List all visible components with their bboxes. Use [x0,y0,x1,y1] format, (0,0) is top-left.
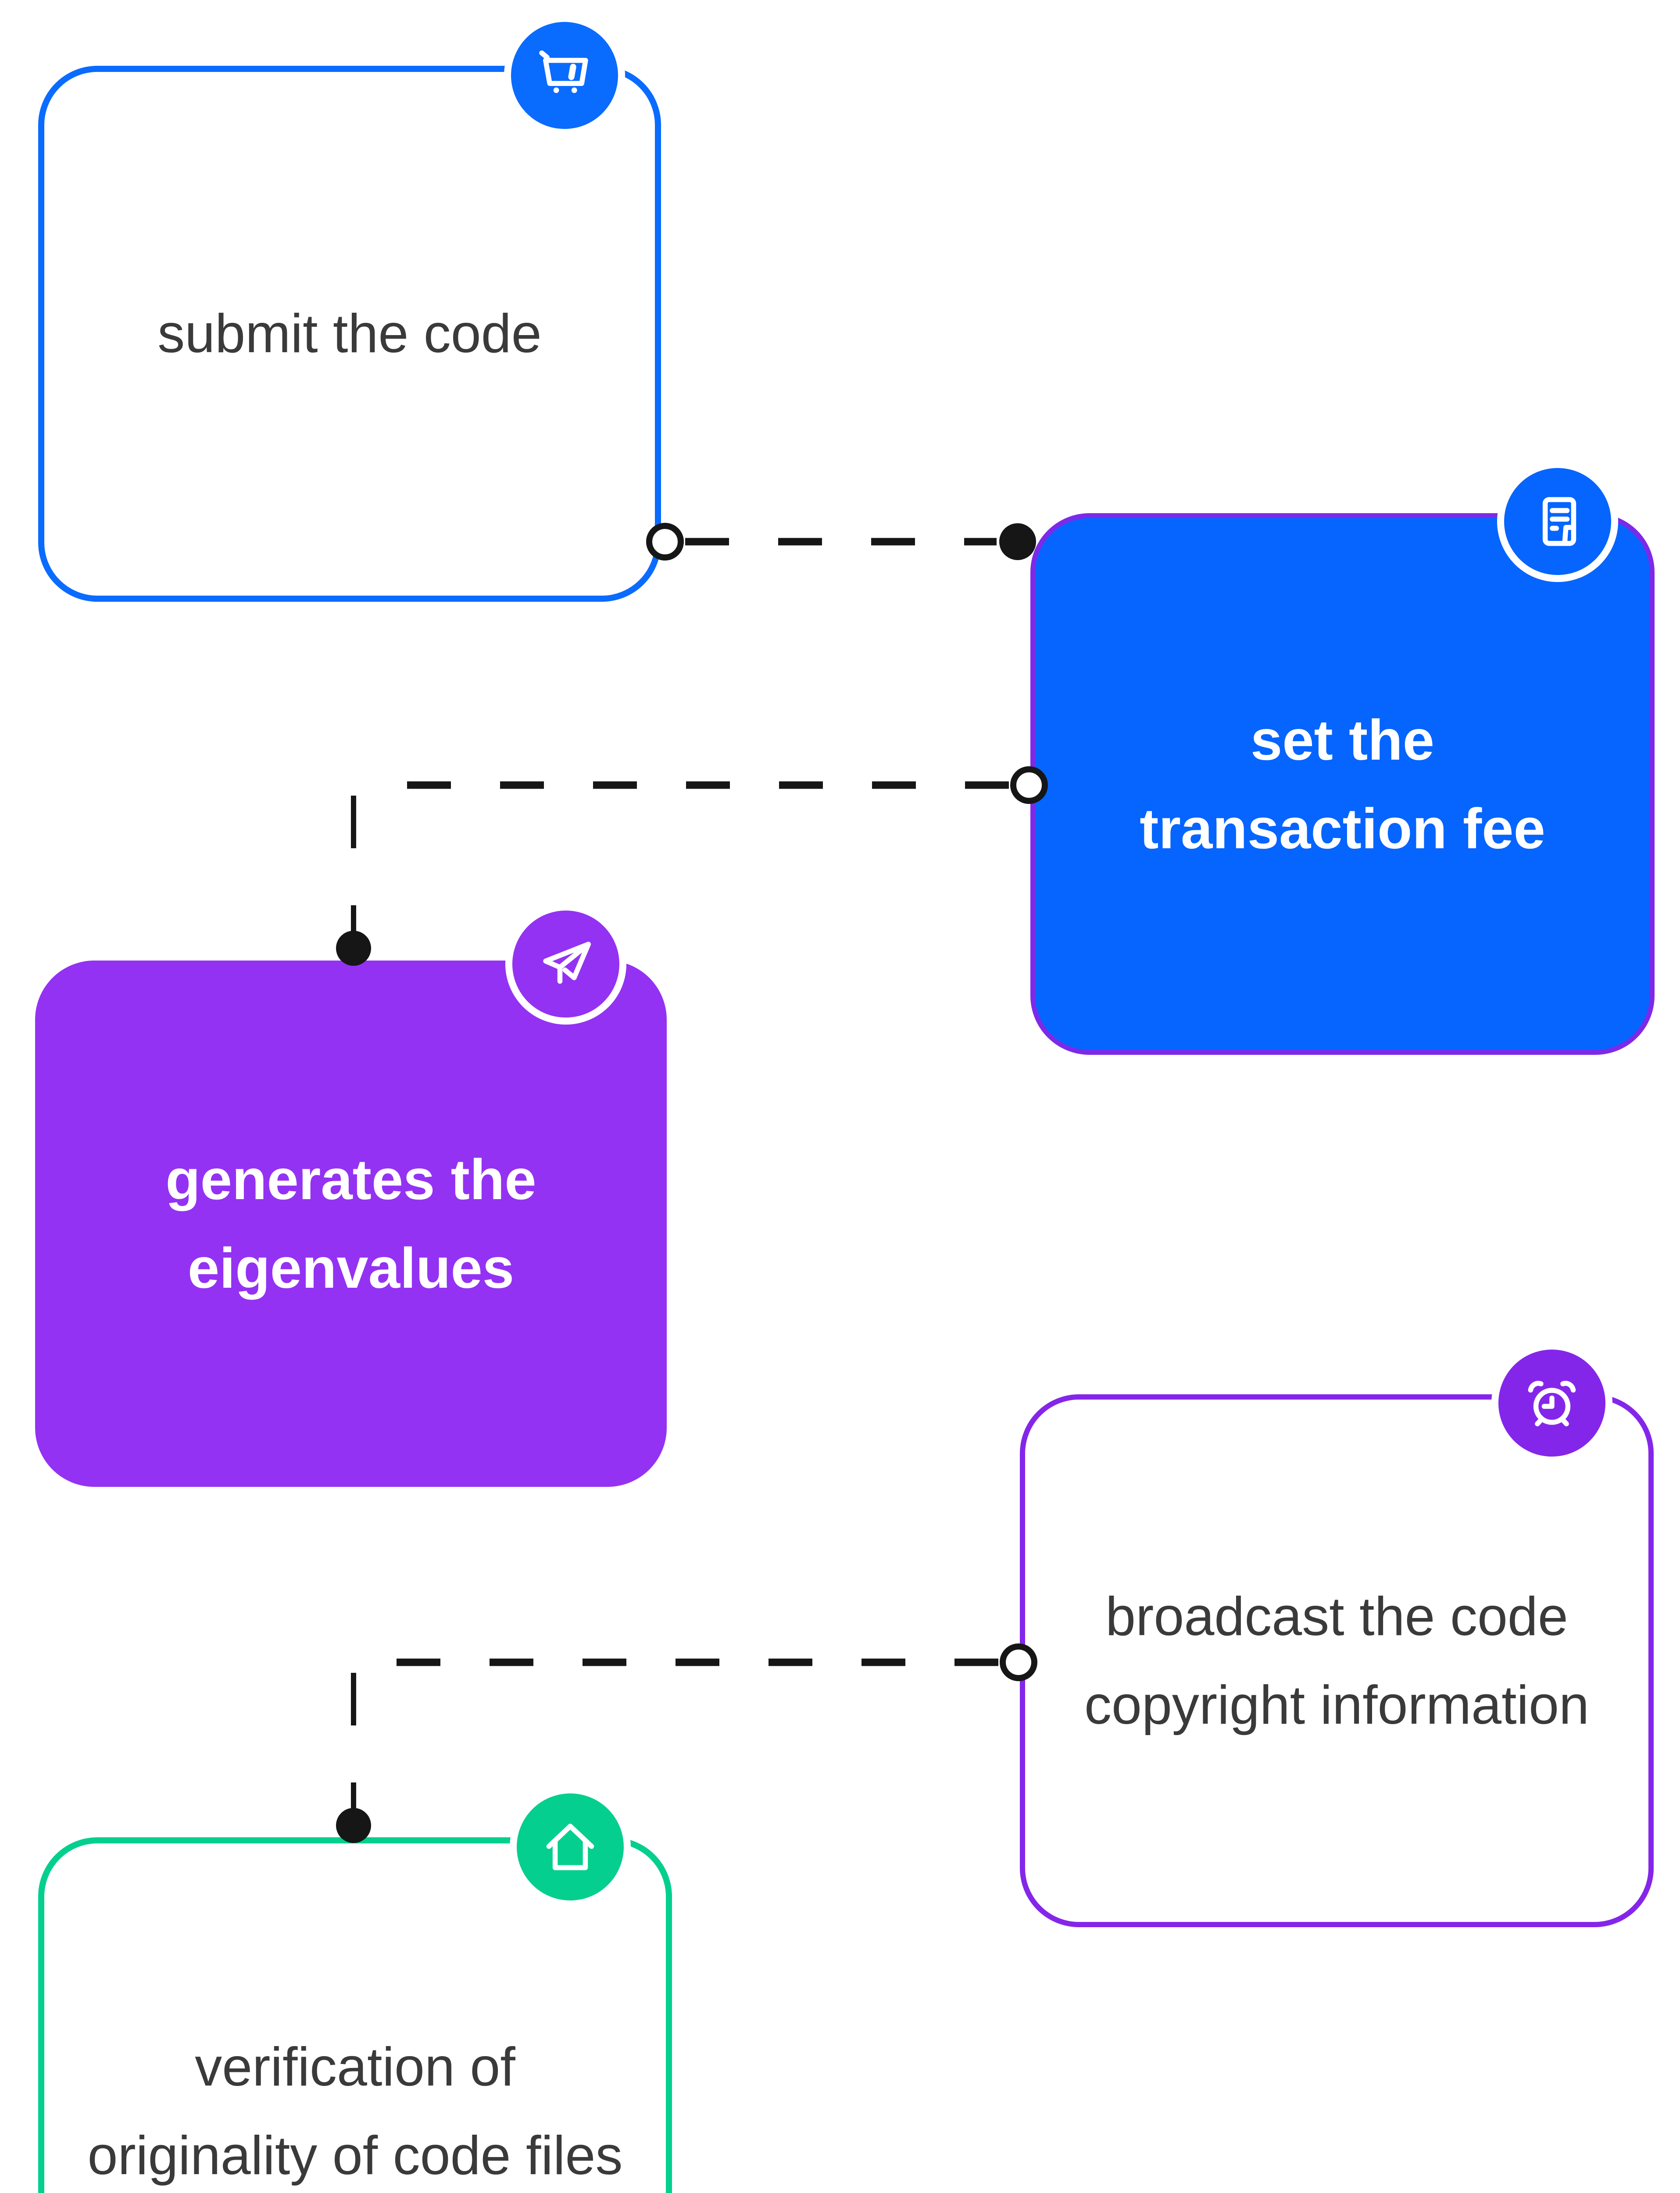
connector-fee-to-eigenvalues [336,766,1048,966]
node-set-transaction-fee: set the transaction fee [1030,468,1655,1055]
connector-end-filled-dot [999,523,1036,560]
node-verify-originality: verification of originality of code file… [38,1793,672,2193]
node-label: generates the eigenvalues [165,1135,536,1312]
node-label: set the transaction fee [1140,696,1545,873]
node-submit-the-code: submit the code [38,22,661,602]
shopping-cart-icon [511,22,618,129]
node-label-line: broadcast the code [1105,1586,1568,1647]
node-label-line: submit the code [157,304,542,364]
connector-submit-to-fee [646,523,1036,561]
node-label-line: verification of [195,2037,515,2097]
node-label: broadcast the code copyright information [1084,1572,1589,1750]
node-label-line: originality of code files [87,2125,623,2186]
alarm-clock-icon [1498,1350,1605,1457]
node-label-line: copyright information [1084,1675,1589,1736]
home-icon [516,1793,624,1900]
paper-plane-icon [512,911,619,1018]
node-generates-eigenvalues: generates the eigenvalues [35,911,667,1487]
node-label-line: set the [1250,707,1434,772]
document-icon [1504,468,1611,575]
node-label: verification of originality of code file… [88,2023,623,2193]
node-broadcast-copyright: broadcast the code copyright information [1020,1350,1654,1927]
node-label-line: eigenvalues [187,1236,515,1300]
connector-broadcast-to-verify [336,1643,1037,1843]
node-label-line: generates the [165,1147,536,1211]
node-label-line: transaction fee [1140,796,1545,861]
node-label: submit the code [157,289,541,378]
